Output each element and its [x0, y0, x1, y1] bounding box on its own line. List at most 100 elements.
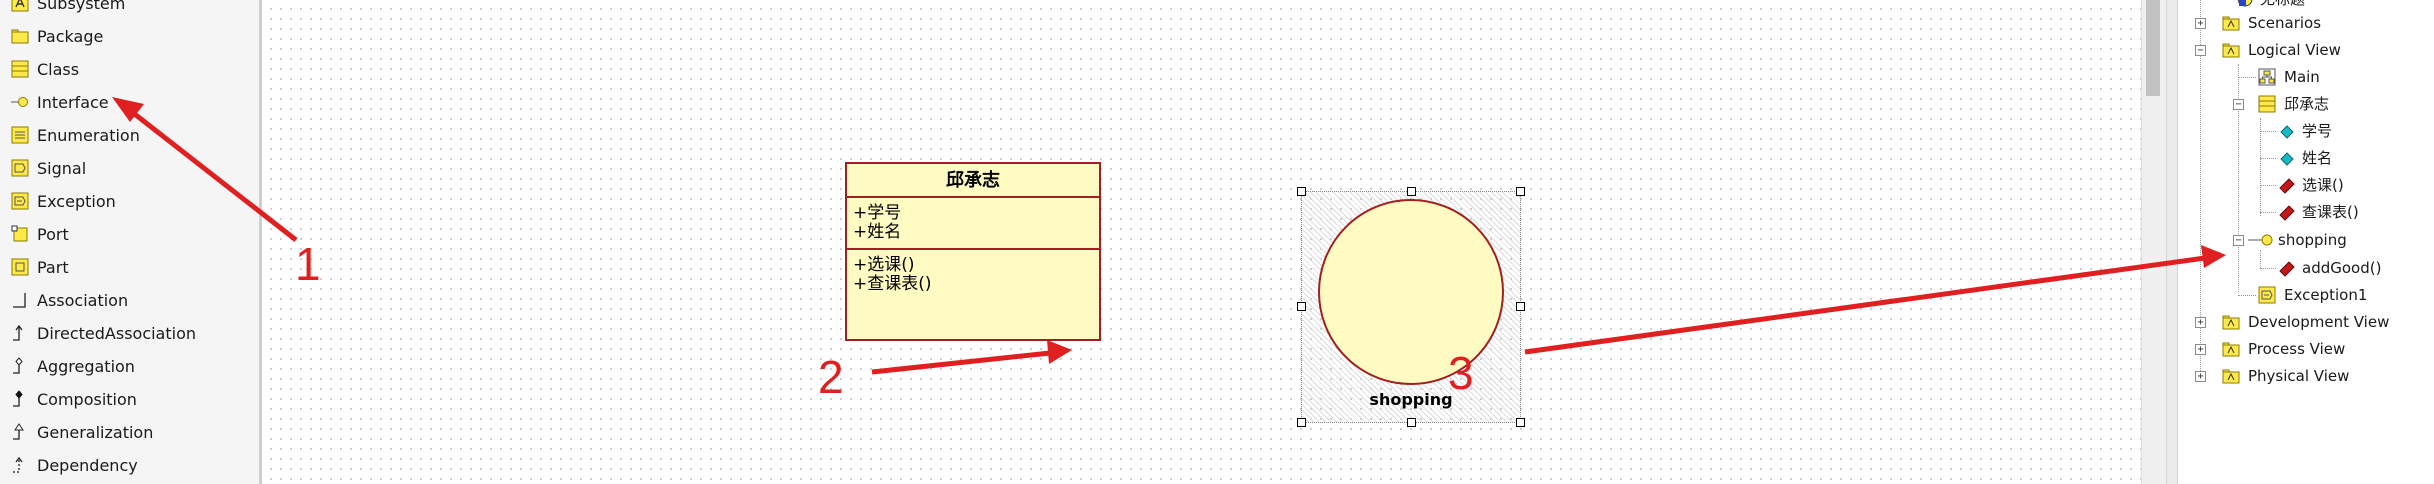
tool-signal[interactable]: Signal — [0, 152, 259, 185]
tool-subsystem[interactable]: Subsystem — [0, 0, 259, 20]
tool-label-package: Package — [37, 27, 104, 46]
model-browser: 无标题 + Scenarios − Logical View Main − 邱承… — [2178, 0, 2434, 484]
class-name: 邱承志 — [847, 164, 1099, 198]
tree-item-label: addGood() — [2302, 259, 2382, 277]
tool-association[interactable]: Association — [0, 284, 259, 317]
composition-icon — [13, 390, 23, 407]
part-icon — [11, 258, 29, 276]
tree-item-label: shopping — [2278, 231, 2347, 249]
tree-line — [2238, 77, 2256, 78]
canvas-vertical-scrollbar[interactable] — [2141, 0, 2166, 484]
tree-expand-toggle[interactable]: − — [2233, 99, 2244, 110]
tree-item-label: 姓名 — [2302, 149, 2333, 167]
exception-icon — [2258, 286, 2276, 304]
resize-handle[interactable] — [1516, 302, 1525, 311]
aggregation-icon — [13, 357, 23, 374]
class-icon — [2258, 95, 2276, 113]
resize-handle[interactable] — [1407, 187, 1416, 196]
interface-icon — [11, 97, 28, 107]
tree-expand-toggle[interactable]: − — [2195, 45, 2206, 56]
tool-label-association: Association — [37, 291, 129, 310]
tool-label-dependency: Dependency — [37, 456, 138, 475]
package-icon — [2222, 315, 2240, 330]
association-icon — [13, 293, 26, 308]
tree-line — [2260, 158, 2276, 159]
tool-directed-association[interactable]: DirectedAssociation — [0, 317, 259, 350]
tool-composition[interactable]: Composition — [0, 383, 259, 416]
tool-label-signal: Signal — [37, 159, 87, 178]
enumeration-icon — [11, 126, 29, 144]
annotation-label-3: 3 — [1448, 347, 1474, 399]
class-attributes-compartment: +学号 +姓名 — [847, 198, 1099, 250]
panel-splitter[interactable] — [2166, 0, 2178, 484]
package-icon — [2222, 16, 2240, 31]
package-icon — [2222, 43, 2240, 58]
resize-handle[interactable] — [1407, 418, 1416, 427]
tool-aggregation[interactable]: Aggregation — [0, 350, 259, 383]
resize-handle[interactable] — [1297, 187, 1306, 196]
package-icon — [2222, 369, 2240, 384]
tree-line — [2260, 118, 2261, 216]
tool-label-exception: Exception — [37, 192, 116, 211]
class-shape[interactable]: 邱承志 +学号 +姓名 +选课() +查课表() — [845, 162, 1101, 341]
tree-expand-toggle[interactable]: + — [2195, 344, 2206, 355]
model-icon — [2237, 0, 2253, 7]
package-icon — [2222, 342, 2240, 357]
directed-association-icon — [13, 324, 23, 341]
tree-item-label: 选课() — [2302, 176, 2344, 194]
class-attribute: +学号 — [853, 203, 902, 223]
operation-icon — [2279, 261, 2295, 277]
diagram-canvas[interactable]: 邱承志 +学号 +姓名 +选课() +查课表() shopping — [262, 0, 2141, 484]
interface-name: shopping — [1369, 390, 1453, 409]
interface-icon — [2248, 234, 2273, 246]
class-attribute: +姓名 — [853, 222, 902, 242]
tool-label-enumeration: Enumeration — [37, 126, 140, 145]
scrollbar-thumb[interactable] — [2146, 0, 2160, 96]
tree-expand-toggle[interactable]: + — [2195, 317, 2206, 328]
tool-generalization[interactable]: Generalization — [0, 416, 259, 449]
tree-line — [2200, 0, 2201, 375]
tool-label-aggregation: Aggregation — [37, 357, 135, 376]
tool-label-generalization: Generalization — [37, 423, 154, 442]
tool-label-composition: Composition — [37, 390, 137, 409]
tool-class[interactable]: Class — [0, 53, 259, 86]
class-operations-compartment: +选课() +查课表() — [847, 250, 1099, 339]
tool-label-port: Port — [37, 225, 69, 244]
tool-port[interactable]: Port — [0, 218, 259, 251]
tool-label-directed-association: DirectedAssociation — [37, 324, 197, 343]
exception-icon — [11, 192, 29, 210]
class-operation: +查课表() — [853, 274, 932, 294]
tree-item-label: 查课表() — [2302, 203, 2359, 221]
resize-handle[interactable] — [1297, 302, 1306, 311]
tree-expand-toggle[interactable]: + — [2195, 371, 2206, 382]
tree-line — [2238, 295, 2256, 296]
tool-dependency[interactable]: Dependency — [0, 449, 259, 482]
tree-root-label: 无标题 — [2260, 0, 2305, 13]
tree-item-label: 学号 — [2302, 122, 2333, 140]
interface-shape[interactable] — [1318, 199, 1504, 385]
tree-line — [2260, 131, 2276, 132]
signal-icon — [11, 159, 29, 177]
annotation-label-2: 2 — [818, 351, 844, 403]
tree-item-label: Logical View — [2248, 41, 2341, 59]
resize-handle[interactable] — [1297, 418, 1306, 427]
tree-item-label: Physical View — [2248, 367, 2350, 385]
tree-item-label: Main — [2284, 68, 2320, 86]
tree-line — [2260, 268, 2276, 269]
tree-item-label: 邱承志 — [2284, 95, 2330, 113]
tool-label-part: Part — [37, 258, 69, 277]
tool-enumeration[interactable]: Enumeration — [0, 119, 259, 152]
tree-line — [2260, 250, 2261, 268]
tree-expand-toggle[interactable]: + — [2195, 18, 2206, 29]
tool-interface[interactable]: Interface — [0, 86, 259, 119]
resize-handle[interactable] — [1516, 418, 1525, 427]
attribute-icon — [2280, 125, 2294, 139]
resize-handle[interactable] — [1516, 187, 1525, 196]
class-operation: +选课() — [853, 255, 915, 275]
tool-part[interactable]: Part — [0, 251, 259, 284]
tool-exception[interactable]: Exception — [0, 185, 259, 218]
tool-package[interactable]: Package — [0, 20, 259, 53]
generalization-icon — [13, 423, 24, 440]
tree-expand-toggle[interactable]: − — [2233, 235, 2244, 246]
annotation-label-1: 1 — [295, 238, 321, 290]
